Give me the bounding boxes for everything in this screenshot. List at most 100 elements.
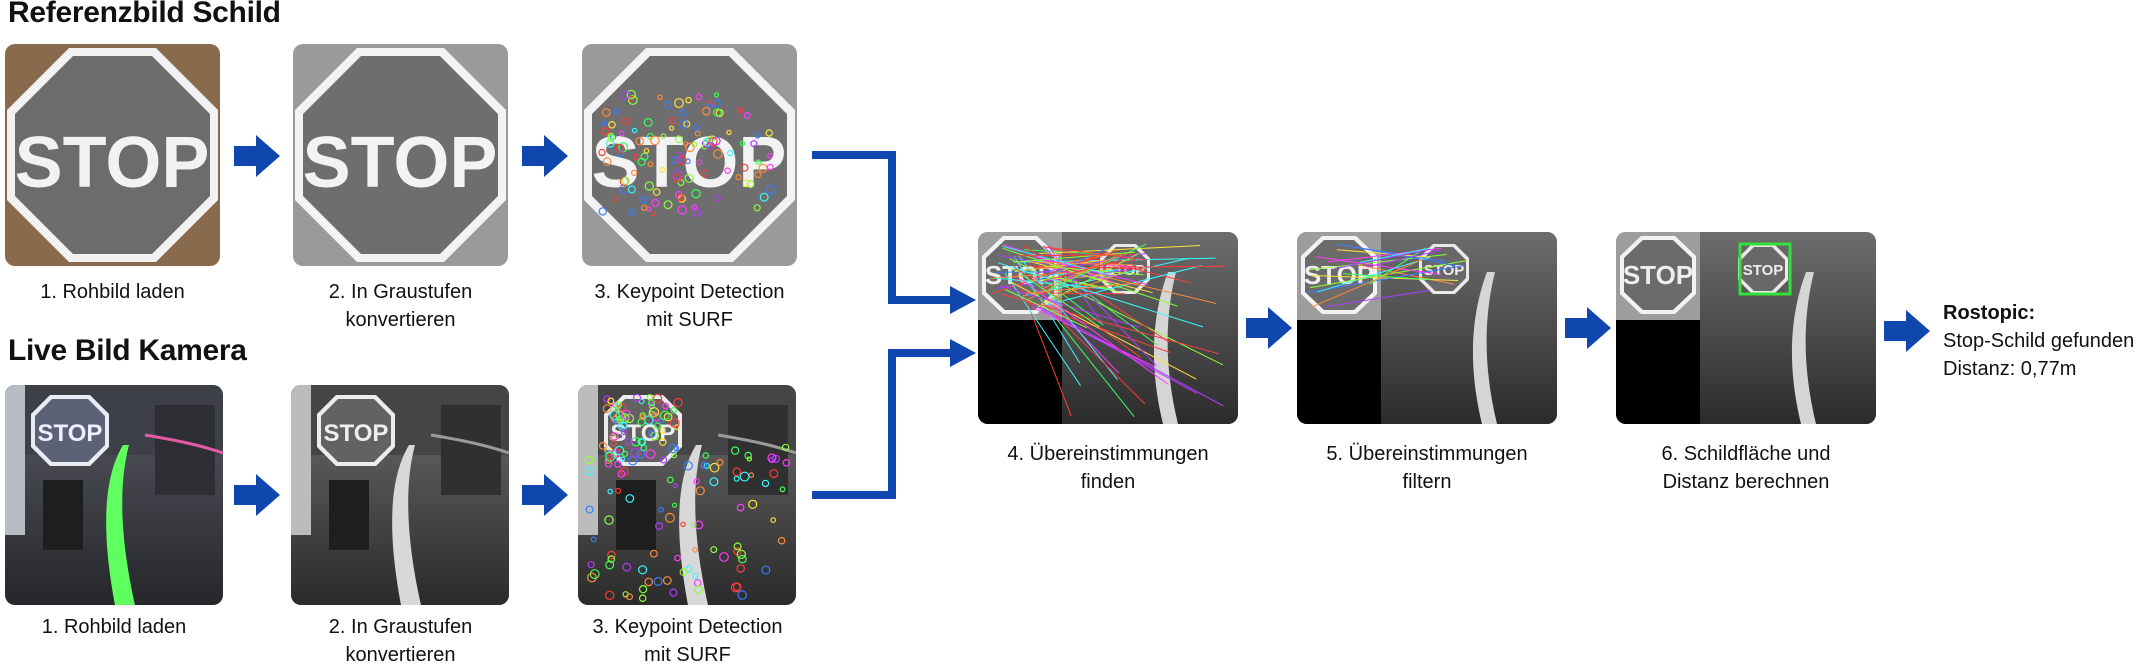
keypoint-marker [767, 453, 777, 463]
reference-connector [812, 151, 952, 304]
keypoint-marker [714, 195, 721, 202]
keypoint-marker [662, 402, 670, 410]
keypoint-marker [671, 502, 678, 508]
matches-filtered-image: STOP STOP [1297, 232, 1557, 424]
keypoint-marker [639, 414, 645, 420]
keypoint-marker [761, 479, 770, 488]
keypoint-marker [730, 446, 740, 455]
keypoint-marker [647, 399, 655, 407]
reference-grayscale-image: STOP [293, 44, 508, 266]
keypoint-marker [739, 471, 750, 482]
keypoint-marker [692, 572, 699, 579]
keypoint-marker [701, 106, 711, 116]
keypoint-marker [685, 565, 693, 573]
keypoint-marker [754, 171, 762, 179]
keypoint-marker [671, 155, 680, 165]
match-line [1343, 273, 1431, 281]
keypoint-marker [748, 499, 758, 509]
keypoint-marker [668, 125, 675, 131]
keypoint-marker [710, 546, 718, 554]
live-connector-arrowhead [950, 339, 976, 367]
keypoint-marker [649, 135, 660, 146]
keypoint-marker [644, 577, 654, 587]
keypoint-marker [669, 117, 677, 125]
keypoint-marker [649, 549, 658, 558]
keypoint-marker [605, 451, 616, 462]
keypoint-marker [691, 188, 701, 199]
keypoint-marker [683, 460, 693, 471]
keypoint-marker [713, 92, 720, 98]
keypoint-marker [719, 552, 729, 562]
keypoint-marker [695, 486, 705, 496]
match-line [1044, 262, 1217, 304]
keypoint-marker [604, 515, 614, 525]
match-line [1315, 256, 1441, 275]
keypoint-marker [639, 196, 648, 204]
keypoint-marker [655, 522, 664, 531]
match-line [1366, 250, 1440, 268]
keypoint-marker [679, 568, 688, 577]
right-arrow-icon [1884, 310, 1930, 352]
keypoint-marker [677, 205, 687, 215]
match-line [1311, 258, 1424, 308]
match-line [1021, 292, 1125, 295]
rostopic-distance: Distanz: 0,77m [1943, 358, 2077, 380]
keypoint-marker [750, 140, 758, 148]
keypoint-marker [647, 161, 654, 168]
keypoint-marker [631, 127, 638, 134]
keypoint-marker [695, 93, 703, 101]
keypoint-marker [620, 422, 628, 429]
keypoint-marker [621, 450, 629, 458]
keypoint-marker [659, 456, 668, 464]
keypoint-marker [733, 475, 740, 482]
match-line [1013, 251, 1135, 263]
keypoint-marker [669, 418, 680, 428]
keypoint-marker [670, 406, 678, 414]
right-arrow-icon [234, 474, 280, 516]
keypoint-marker [666, 476, 674, 484]
keypoint-marker [691, 204, 698, 211]
keypoint-marker [610, 440, 617, 447]
match-line [1041, 277, 1104, 326]
keypoint-marker [598, 207, 607, 216]
keypoint-marker [758, 163, 768, 173]
keypoint-marker [659, 410, 670, 421]
keypoint-marker [702, 452, 710, 459]
keypoint-marker [743, 111, 751, 119]
keypoint-marker [779, 486, 786, 493]
keypoint-marker [674, 554, 681, 562]
keypoint-marker [766, 184, 776, 195]
keypoint-marker [631, 169, 638, 177]
keypoint-marker [603, 395, 611, 403]
keypoint-marker [659, 438, 667, 446]
keypoint-marker [679, 109, 687, 117]
keypoint-marker [638, 594, 647, 603]
keypoint-marker [732, 467, 742, 477]
keypoint-marker [625, 437, 633, 446]
keypoint-marker [640, 204, 648, 211]
keypoint-marker [761, 565, 771, 575]
reference-section-title: Referenzbild Schild [8, 0, 281, 29]
keypoint-marker [615, 410, 625, 421]
match-line [1316, 257, 1429, 293]
reference-connector-arrowhead [950, 286, 976, 314]
keypoint-marker [621, 176, 630, 185]
live-keypoints-image: STOP [578, 385, 796, 605]
match-line [1001, 245, 1110, 276]
svg-text:STOP: STOP [1743, 262, 1784, 279]
match-line [1004, 272, 1082, 386]
keypoint-marker [619, 456, 626, 462]
keypoint-marker [644, 181, 655, 191]
keypoint-marker [668, 443, 678, 454]
reference-raw-image: STOP [5, 44, 220, 266]
keypoint-marker [746, 456, 752, 462]
match-line [1009, 258, 1224, 366]
keypoint-marker [753, 204, 761, 212]
keypoint-marker [674, 135, 683, 144]
keypoint-marker [735, 174, 742, 181]
keypoint-marker [684, 173, 694, 183]
svg-text:STOP: STOP [38, 420, 103, 447]
keypoint-marker [726, 129, 732, 136]
right-arrow-icon [1565, 307, 1611, 349]
